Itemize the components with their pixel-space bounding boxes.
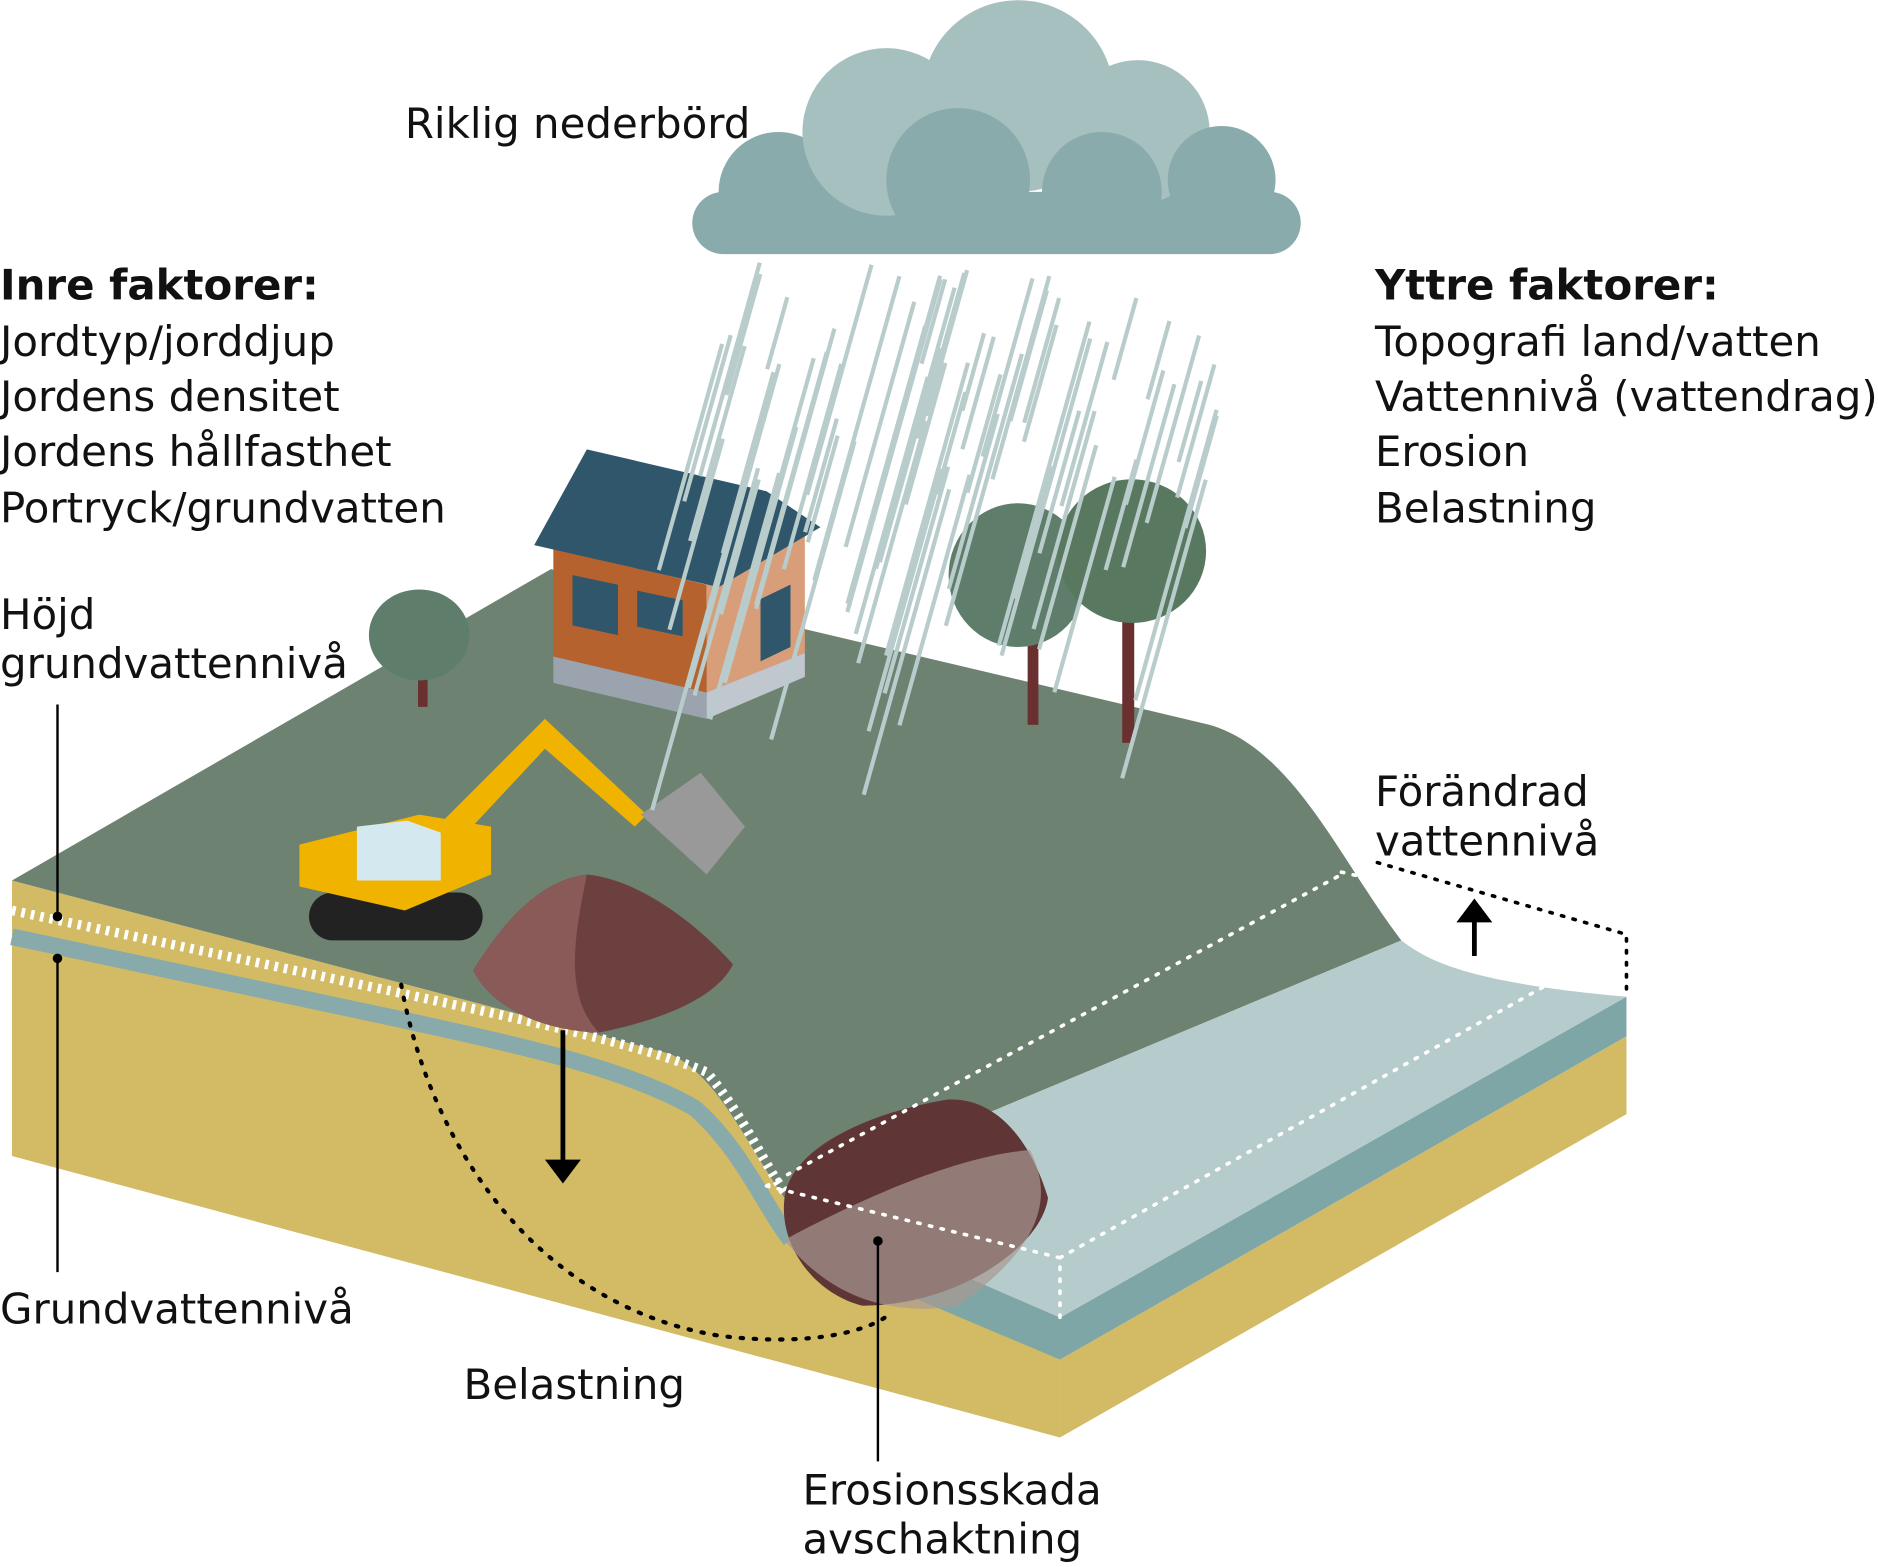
rain-streak: [692, 467, 761, 696]
rain: [650, 262, 1219, 811]
rain-streak: [1144, 334, 1202, 524]
outer-factor-item: Topografi land/vatten: [1374, 317, 1821, 366]
inner-factors-heading: Inre faktorer:: [0, 261, 319, 310]
erosion-label-2: avschaktning: [802, 1515, 1082, 1564]
high-gw-label-1: Höjd: [0, 590, 95, 639]
rain-streak: [866, 468, 944, 732]
rain-streak: [722, 426, 799, 684]
rain-streak: [688, 345, 747, 542]
rain-label: Riklig nederbörd: [405, 99, 751, 148]
rain-streak: [698, 262, 762, 477]
outer-factor-item: Belastning: [1375, 483, 1596, 532]
rain-streak: [682, 334, 733, 502]
rain-streak: [1052, 476, 1117, 693]
inner-factor-item: Jordens hållfasthet: [0, 427, 392, 476]
rain-streak: [1175, 363, 1217, 499]
rain-streak: [718, 479, 761, 615]
load-arrow: [544, 1030, 581, 1184]
rain-streak: [1145, 320, 1172, 400]
rain-streak: [656, 343, 725, 571]
rain-streak: [1183, 414, 1219, 529]
rain-streak: [1037, 410, 1082, 554]
groundwater-band: [10, 928, 798, 1246]
rain-cloud-icon: [692, 0, 1301, 255]
rain-streak: [1121, 383, 1177, 568]
soil-front-face: [11, 880, 1060, 1438]
inner-factor-item: Jordens densitet: [0, 372, 340, 421]
inner-factor-item: Jordtyp/jorddjup: [0, 317, 335, 366]
changed-water-level-outline-dark: [1375, 860, 1629, 997]
rain-streak: [1103, 459, 1139, 571]
outer-factors-heading: Yttre faktorer:: [1374, 261, 1719, 310]
rain-streak: [765, 296, 790, 370]
rain-streak: [884, 362, 971, 657]
rain-streak: [903, 362, 948, 505]
rain-streak: [965, 373, 1003, 494]
load-label: Belastning: [464, 1360, 685, 1409]
rain-streak: [1021, 324, 1059, 443]
rain-streak: [686, 363, 782, 689]
outer-factor-item: Erosion: [1375, 427, 1529, 476]
rain-streak: [1031, 410, 1097, 630]
rain-streak: [980, 277, 1035, 458]
changed-water-label-1: Förändrad: [1375, 767, 1589, 816]
changed-water-label-2: vattennivå: [1375, 816, 1599, 865]
ground-surface: [11, 569, 1402, 1198]
excavator: [299, 718, 745, 941]
rain-streak: [919, 278, 948, 365]
rain-streak: [781, 363, 844, 570]
changed-water-level-outline: [764, 870, 1629, 1320]
rain-streak: [812, 275, 902, 581]
tree-small: [368, 589, 470, 707]
rain-streak: [960, 332, 987, 412]
raised-groundwater-line: [10, 905, 789, 1195]
rain-streak: [960, 336, 996, 450]
rain-streak: [803, 418, 839, 533]
rain-streak: [861, 488, 952, 796]
gw-label: Grundvattennivå: [0, 1285, 354, 1334]
rain-streak: [805, 435, 840, 543]
rain-streak: [805, 264, 874, 496]
erosion-underwater: [784, 1149, 1041, 1309]
rain-streak: [882, 466, 951, 694]
rain-streak: [943, 353, 1024, 627]
rain-streak: [1059, 341, 1110, 507]
erosion-dot: [873, 1236, 883, 1246]
rain-streak: [877, 347, 942, 563]
rain-streak: [1037, 444, 1099, 650]
inner-factor-item: Portryck/grundvatten: [0, 483, 446, 532]
slip-surface: [399, 982, 895, 1342]
outer-factor-item: Vattennivå (vattendrag): [1375, 372, 1878, 421]
water-right-face: [1059, 996, 1627, 1360]
rain-streak: [1008, 289, 1050, 422]
high-gw-dot: [52, 911, 63, 922]
water-rise-arrow: [1456, 898, 1493, 956]
rain-streak: [1120, 479, 1208, 779]
rain-streak: [708, 472, 782, 720]
rain-streak: [915, 272, 967, 440]
rain-streak: [1176, 380, 1204, 463]
soil-right-face: [1059, 1036, 1627, 1438]
rain-streak: [999, 338, 1093, 657]
rain-streak: [897, 474, 972, 726]
high-gw-label-2: grundvattennivå: [0, 639, 348, 688]
rain-streak: [754, 328, 837, 610]
rain-streak: [724, 273, 763, 396]
rain-streak: [1022, 297, 1062, 424]
rain-streak: [846, 275, 943, 605]
rain-streak: [1011, 465, 1053, 599]
rain-streak: [720, 371, 776, 554]
rain-streak: [856, 420, 929, 664]
rain-streak: [1111, 297, 1139, 381]
rain-streak: [853, 376, 930, 635]
rain-streak: [667, 438, 725, 631]
rain-streak: [946, 413, 1000, 590]
gw-dot: [52, 953, 63, 964]
soil-pile-highlight: [473, 874, 599, 1033]
erosion-label-1: Erosionsskada: [802, 1466, 1101, 1515]
rain-streak: [843, 301, 917, 548]
